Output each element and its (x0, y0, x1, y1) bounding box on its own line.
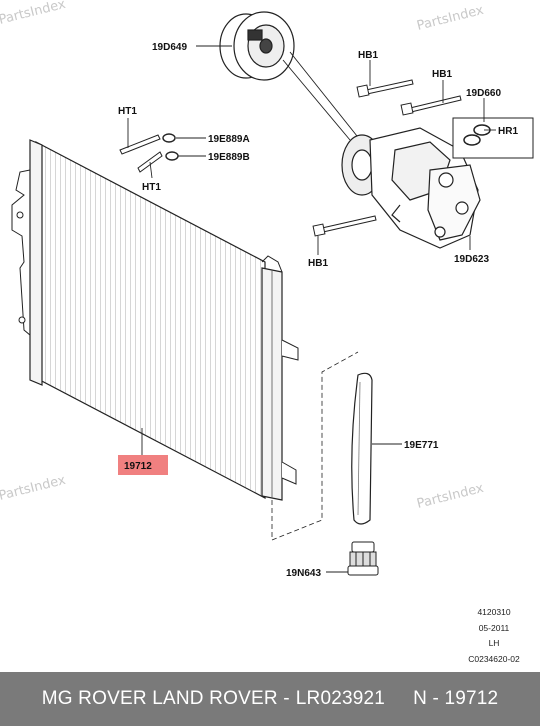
callout-ht1-bottom[interactable]: HT1 (142, 182, 161, 193)
callout-19d660[interactable]: 19D660 (466, 88, 501, 99)
condenser-core (29, 139, 299, 501)
meta-line-1: 4120310 (477, 607, 510, 617)
compressor-clutch (219, 11, 295, 81)
callout-hr1[interactable]: HR1 (498, 126, 518, 137)
dryer-plug (347, 541, 379, 576)
condenser-left-bracket (11, 169, 31, 337)
watermark-bottom-left: PartsIndex (0, 473, 67, 504)
callout-labels: 19D649 HB1 HB1 19D660 HR1 HT1 19E889A 19… (118, 42, 518, 579)
highlight-19712 (118, 455, 168, 475)
footer-brands: MG ROVER LAND ROVER - (41, 688, 290, 709)
callout-19712[interactable]: 19712 (124, 461, 152, 472)
dryer-guide-dashed (271, 351, 359, 541)
watermark-top-left: PartsIndex (0, 0, 67, 28)
diagram-meta: 4120310 05-2011 LH C0234620-02 (468, 607, 520, 664)
callout-19d649[interactable]: 19D649 (152, 42, 187, 53)
callout-19e889a[interactable]: 19E889A (208, 134, 250, 145)
footer-bar: MG ROVER LAND ROVER - LR023921 N - 19712 (0, 672, 540, 726)
callout-19n643[interactable]: 19N643 (286, 568, 321, 579)
orings-hr1 (452, 117, 534, 159)
meta-line-3: LH (489, 638, 500, 648)
callout-hb1-bottom[interactable]: HB1 (308, 258, 328, 269)
callout-19e771[interactable]: 19E771 (404, 440, 439, 451)
callout-hb1-top-left[interactable]: HB1 (358, 50, 378, 61)
callout-hb1-top-right[interactable]: HB1 (432, 69, 452, 80)
parts-diagram: PartsIndex PartsIndex PartsIndex PartsIn… (0, 0, 534, 664)
watermark-top-right: PartsIndex (415, 3, 485, 34)
callout-19e889b[interactable]: 19E889B (208, 152, 250, 163)
studs-ht1 (119, 134, 163, 173)
footer-item-number: N - 19712 (413, 688, 499, 709)
leader-lines (127, 45, 496, 573)
meta-line-2: 05-2011 (479, 623, 510, 633)
compressor-body (341, 127, 481, 249)
bolts-hb1 (312, 79, 462, 237)
dryer-element (351, 372, 373, 525)
callout-ht1-top[interactable]: HT1 (118, 106, 137, 117)
watermark-bottom-right: PartsIndex (415, 481, 485, 512)
footer-part-number: LR023921 (295, 688, 386, 709)
callout-19d623[interactable]: 19D623 (454, 254, 489, 265)
orings-19e889 (162, 133, 179, 161)
meta-line-4: C0234620-02 (468, 654, 520, 664)
